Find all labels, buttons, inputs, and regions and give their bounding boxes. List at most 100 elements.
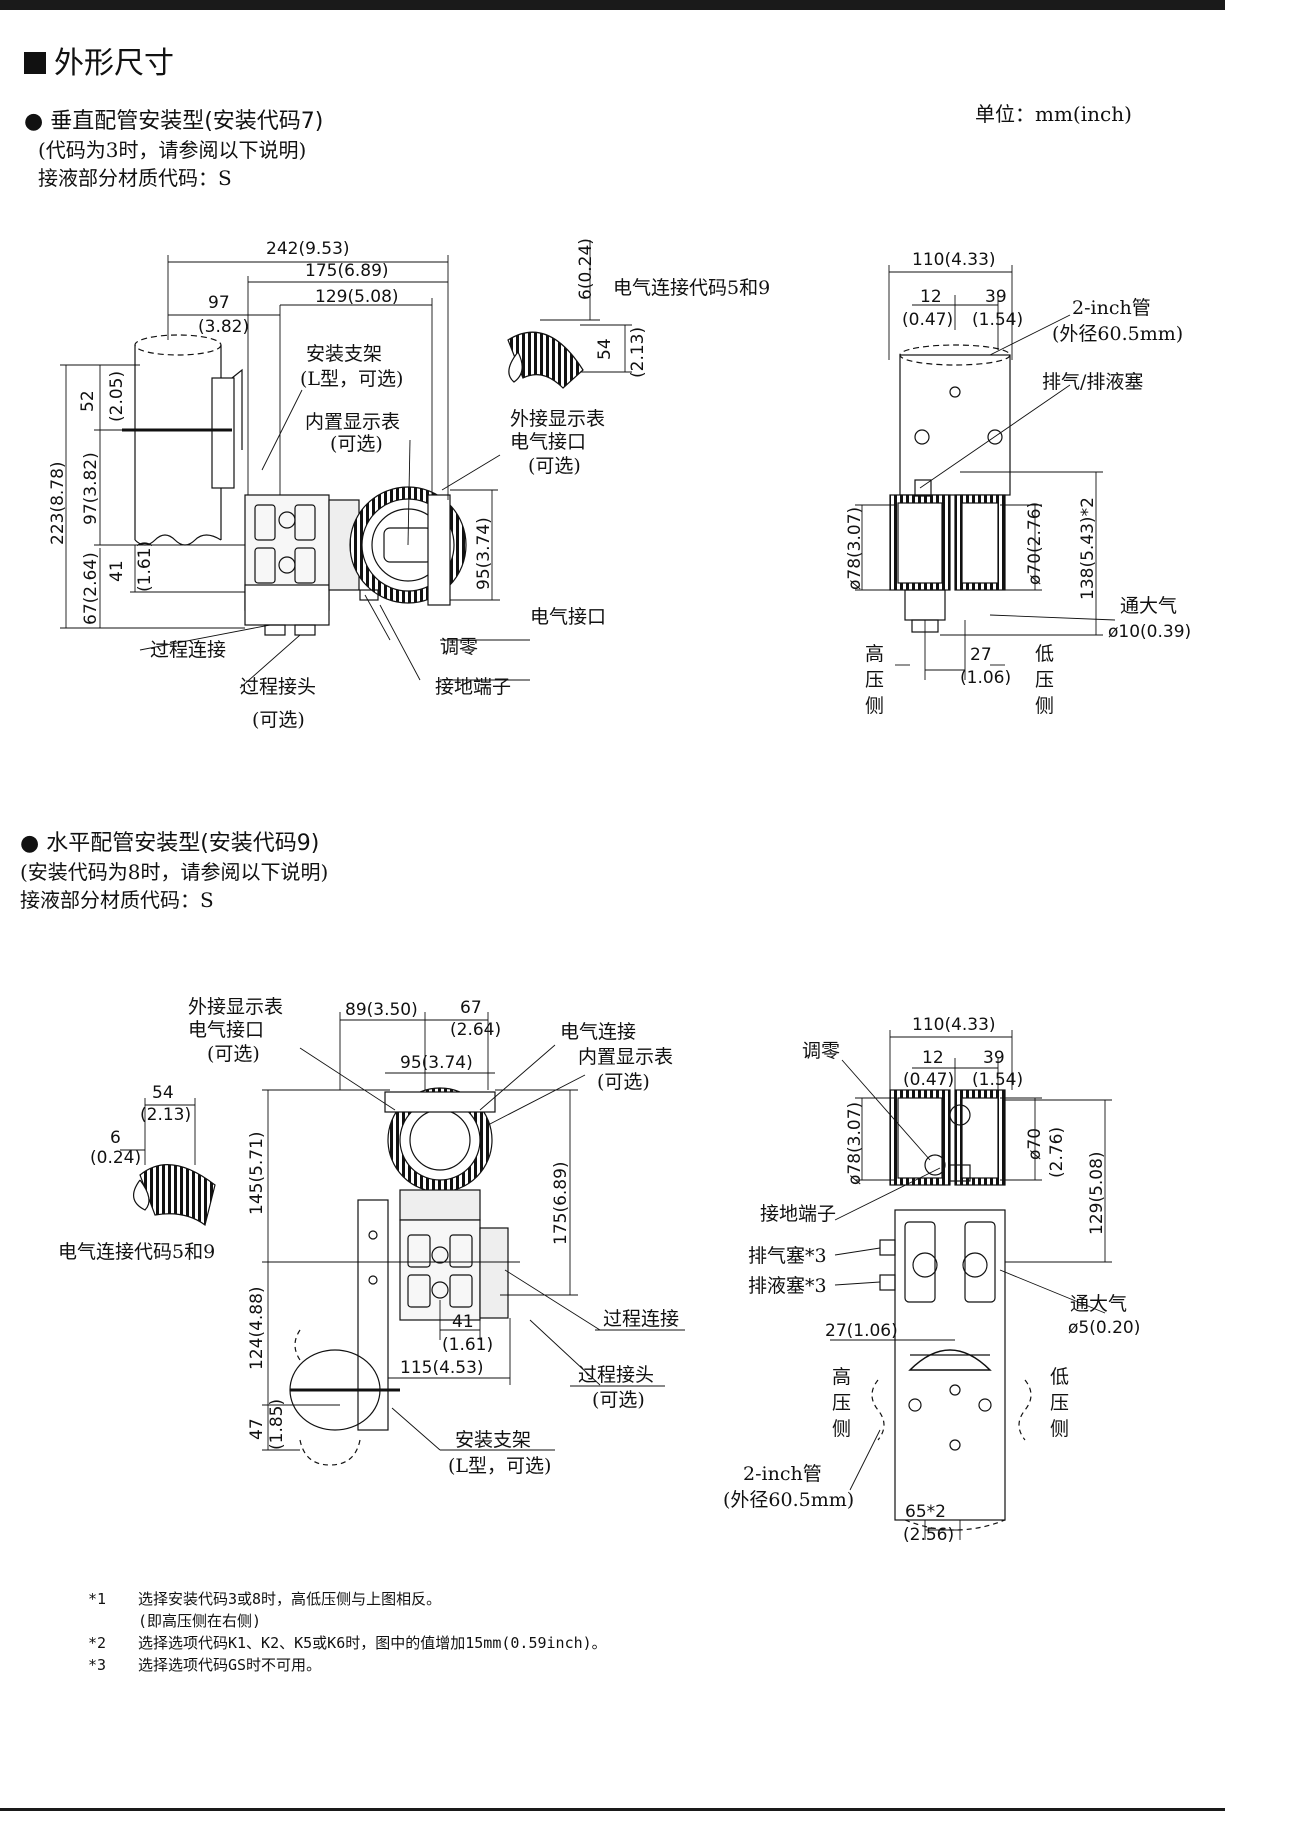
fig3-labels: 外接显示表 电气接口 (可选) 89(3.50) 67 (2.64) 电气连接 … bbox=[58, 996, 679, 1477]
dim-39: 39 bbox=[983, 1048, 1005, 1068]
page-heading: 外形尺寸 bbox=[24, 38, 174, 82]
top-rule bbox=[0, 0, 1225, 10]
label-elec-code-59: 电气连接代码5和9 bbox=[58, 1241, 215, 1263]
dim-27: 27 bbox=[970, 645, 992, 665]
label-process-fitting-note: (可选) bbox=[592, 1389, 645, 1411]
dim-213: (2.13) bbox=[628, 327, 648, 378]
label-ground-terminal: 接地端子 bbox=[760, 1203, 836, 1225]
label-ground-terminal: 接地端子 bbox=[435, 676, 511, 698]
label-high-1: 高 bbox=[865, 643, 884, 665]
dim-52: 52 bbox=[78, 390, 98, 412]
fig4-labels: 110(4.33) 调零 12 (0.47) 39 (1.54) ø78(3.0… bbox=[723, 1015, 1140, 1545]
label-ext-display: 外接显示表 bbox=[188, 996, 283, 1018]
fig2-labels: 110(4.33) 12 (0.47) 39 (1.54) 2-inch管 (外… bbox=[845, 250, 1191, 717]
label-ext-display-note: (可选) bbox=[207, 1043, 260, 1065]
label-zero-adjust: 调零 bbox=[440, 636, 478, 658]
label-pipe-od: (外径60.5mm) bbox=[1052, 323, 1183, 345]
label-high-3: 侧 bbox=[865, 695, 884, 717]
section2-title: ● 水平配管安装型(安装代码9) bbox=[20, 831, 320, 856]
dim-047: (0.47) bbox=[902, 310, 953, 330]
label-drain-plug: 排液塞*3 bbox=[748, 1275, 827, 1297]
fig2-drawing bbox=[855, 265, 1116, 680]
section1-note: (代码为3时，请参阅以下说明) bbox=[38, 138, 307, 162]
dim-39: 39 bbox=[985, 287, 1007, 307]
dim-70: ø70 bbox=[1025, 1128, 1045, 1160]
label-ext-display-port: 电气接口 bbox=[188, 1019, 264, 1041]
fig1-labels: 242(9.53) 175(6.89) 97 (3.82) 129(5.08) … bbox=[48, 238, 770, 731]
label-ext-display: 外接显示表 bbox=[510, 408, 605, 430]
dim-70: ø70(2.76) bbox=[1025, 502, 1045, 585]
unit-label: 单位：mm(inch) bbox=[975, 102, 1132, 126]
label-atmosphere: 通大气 bbox=[1070, 1293, 1127, 1315]
dim-67: 67(2.64) bbox=[81, 552, 101, 625]
dim-175: 175(6.89) bbox=[305, 261, 389, 281]
label-low-2: 压 bbox=[1050, 1392, 1069, 1414]
label-process-fitting-note: (可选) bbox=[252, 709, 305, 731]
dim-12: 12 bbox=[922, 1048, 944, 1068]
dim-154: (1.54) bbox=[972, 1070, 1023, 1090]
section1-material: 接液部分材质代码：S bbox=[38, 166, 232, 190]
dim-115: 115(4.53) bbox=[400, 1358, 484, 1378]
dim-129: 129(5.08) bbox=[315, 287, 399, 307]
dim-145: 145(5.71) bbox=[247, 1131, 267, 1215]
dim-97v: 97(3.82) bbox=[81, 452, 101, 525]
fig3-drawing bbox=[120, 1012, 685, 1466]
dim-54: 54 bbox=[595, 338, 615, 360]
label-high-2: 压 bbox=[832, 1392, 851, 1414]
dim-12: 12 bbox=[920, 287, 942, 307]
dim-161: (1.61) bbox=[442, 1335, 493, 1355]
label-ext-display-note: (可选) bbox=[528, 455, 581, 477]
dim-97: 97 bbox=[208, 293, 230, 313]
label-low-1: 低 bbox=[1050, 1366, 1069, 1388]
dim-256: (2.56) bbox=[903, 1525, 954, 1545]
dim-205: (2.05) bbox=[107, 371, 127, 422]
dim-110: 110(4.33) bbox=[912, 250, 996, 270]
fig4-drawing bbox=[830, 1030, 1112, 1540]
dim-95: 95(3.74) bbox=[474, 517, 494, 590]
dim-54: 54 bbox=[152, 1083, 174, 1103]
label-pipe-od: (外径60.5mm) bbox=[723, 1489, 854, 1511]
label-inner-display: 内置显示表 bbox=[578, 1046, 673, 1068]
label-inner-display-note: (可选) bbox=[597, 1071, 650, 1093]
label-bracket: 安装支架 bbox=[455, 1429, 531, 1451]
bottom-rule bbox=[0, 1808, 1225, 1811]
dim-6: 6(0.24) bbox=[576, 238, 596, 300]
dim-78: ø78(3.07) bbox=[845, 1102, 865, 1185]
dim-65: 65*2 bbox=[905, 1502, 946, 1522]
dim-89: 89(3.50) bbox=[345, 1000, 418, 1020]
dim-124: 124(4.88) bbox=[247, 1286, 267, 1370]
dim-95: 95(3.74) bbox=[400, 1053, 473, 1073]
dim-213: (2.13) bbox=[140, 1105, 191, 1125]
section2-caption: ● 水平配管安装型(安装代码9) (安装代码为8时，请参阅以下说明) 接液部分材… bbox=[20, 830, 328, 914]
dim-264: (2.64) bbox=[450, 1020, 501, 1040]
fig1-drawing bbox=[60, 240, 632, 689]
label-bracket-note: (L型，可选) bbox=[300, 368, 403, 390]
label-high-2: 压 bbox=[865, 669, 884, 691]
dim-138: 138(5.43)*2 bbox=[1078, 497, 1098, 600]
label-atmosphere: 通大气 bbox=[1120, 595, 1177, 617]
dim-185: (1.85) bbox=[267, 1399, 287, 1450]
label-inner-display-note: (可选) bbox=[330, 433, 383, 455]
label-zero-adjust: 调零 bbox=[802, 1040, 840, 1062]
label-elec-code-59: 电气连接代码5和9 bbox=[613, 277, 770, 299]
dim-047: (0.47) bbox=[903, 1070, 954, 1090]
dim-78: ø78(3.07) bbox=[845, 507, 865, 590]
label-process-conn: 过程连接 bbox=[150, 639, 226, 661]
label-process-conn: 过程连接 bbox=[603, 1308, 679, 1330]
label-inner-display: 内置显示表 bbox=[305, 411, 400, 433]
label-vent-plug: 排气塞*3 bbox=[748, 1245, 827, 1267]
section2-note: (安装代码为8时，请参阅以下说明) bbox=[20, 860, 329, 884]
heading-text: 外形尺寸 bbox=[54, 46, 174, 81]
dim-024: (0.24) bbox=[90, 1148, 141, 1168]
label-vent-drain: 排气/排液塞 bbox=[1042, 371, 1143, 393]
label-high-3: 侧 bbox=[832, 1418, 851, 1440]
dim-175: 175(6.89) bbox=[551, 1161, 571, 1245]
dim-41: 41 bbox=[452, 1312, 474, 1332]
dim-97-inch: (3.82) bbox=[198, 317, 249, 337]
dim-10: ø10(0.39) bbox=[1108, 622, 1191, 642]
dim-161: (1.61) bbox=[135, 541, 155, 592]
label-elec-port: 电气接口 bbox=[530, 606, 606, 628]
dim-110: 110(4.33) bbox=[912, 1015, 996, 1035]
